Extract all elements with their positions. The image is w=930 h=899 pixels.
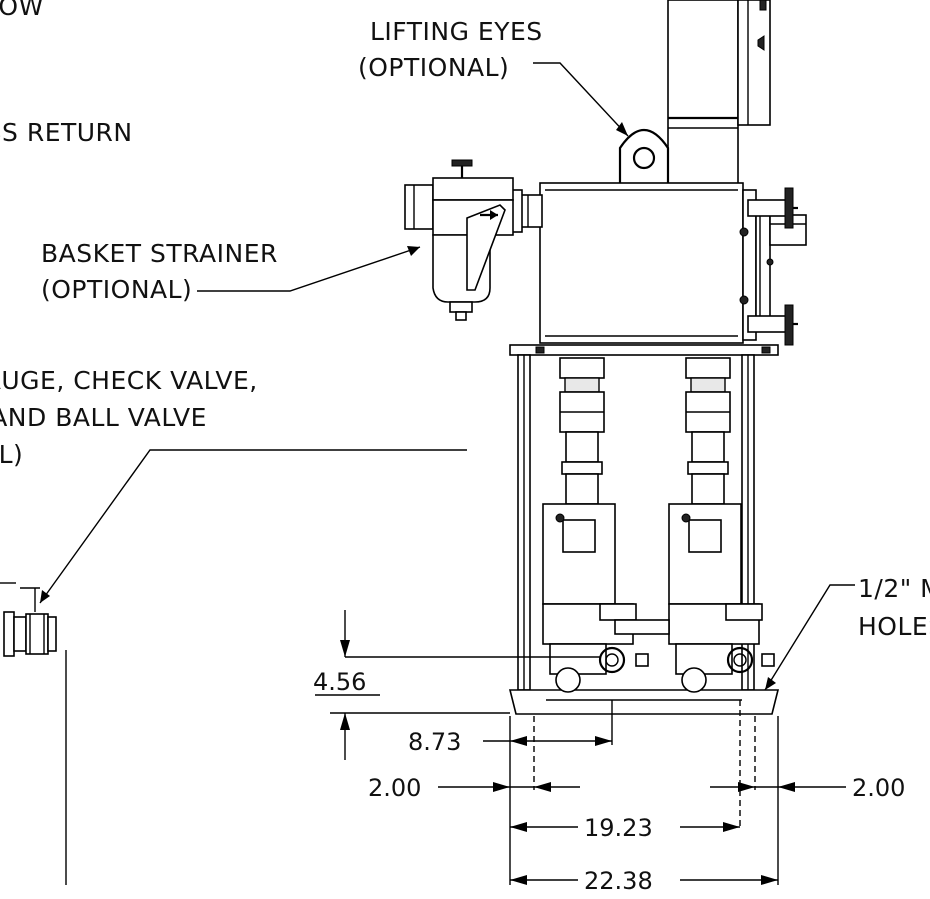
ball-valve-assembly <box>0 582 67 885</box>
dimension-lines <box>315 610 846 885</box>
gauge-label-line1: PRESSURE GAUGE, CHECK VALVE, <box>0 366 258 395</box>
mounting-holes-label-line2: HOLES <box>858 612 930 641</box>
basket-strainer-label-line2: (OPTIONAL) <box>41 275 192 304</box>
dim-22-38: 22.38 <box>584 867 653 895</box>
lifting-eyes-label-line2: (OPTIONAL) <box>358 53 509 82</box>
tank <box>511 182 807 346</box>
dim-19-23: 19.23 <box>584 814 653 842</box>
leader-lines <box>39 62 855 691</box>
pump-right <box>668 357 775 693</box>
gauge-label-line3: (OPTIONAL) <box>0 440 23 469</box>
bypass-return-label: BYPASS RETURN <box>0 118 133 147</box>
pump-left <box>542 357 649 693</box>
flow-label: FLOW <box>0 0 44 21</box>
lifting-eyes-label-line1: LIFTING EYES <box>370 17 543 46</box>
basket-strainer <box>404 159 514 321</box>
dim-8-73: 8.73 <box>408 728 461 756</box>
header-pipe <box>614 619 670 635</box>
control-stack <box>667 0 771 186</box>
mounting-holes-label-line1: 1/2" MOUNTING <box>858 574 930 603</box>
dim-4-56: 4.56 <box>313 668 366 696</box>
gauge-label-line2: BALL VALVE AND BALL VALVE <box>0 403 207 432</box>
lifting-eye <box>618 129 670 187</box>
dim-2-00-left: 2.00 <box>368 774 421 802</box>
basket-strainer-label-line1: BASKET STRAINER <box>41 239 278 268</box>
dim-2-00-right: 2.00 <box>852 774 905 802</box>
